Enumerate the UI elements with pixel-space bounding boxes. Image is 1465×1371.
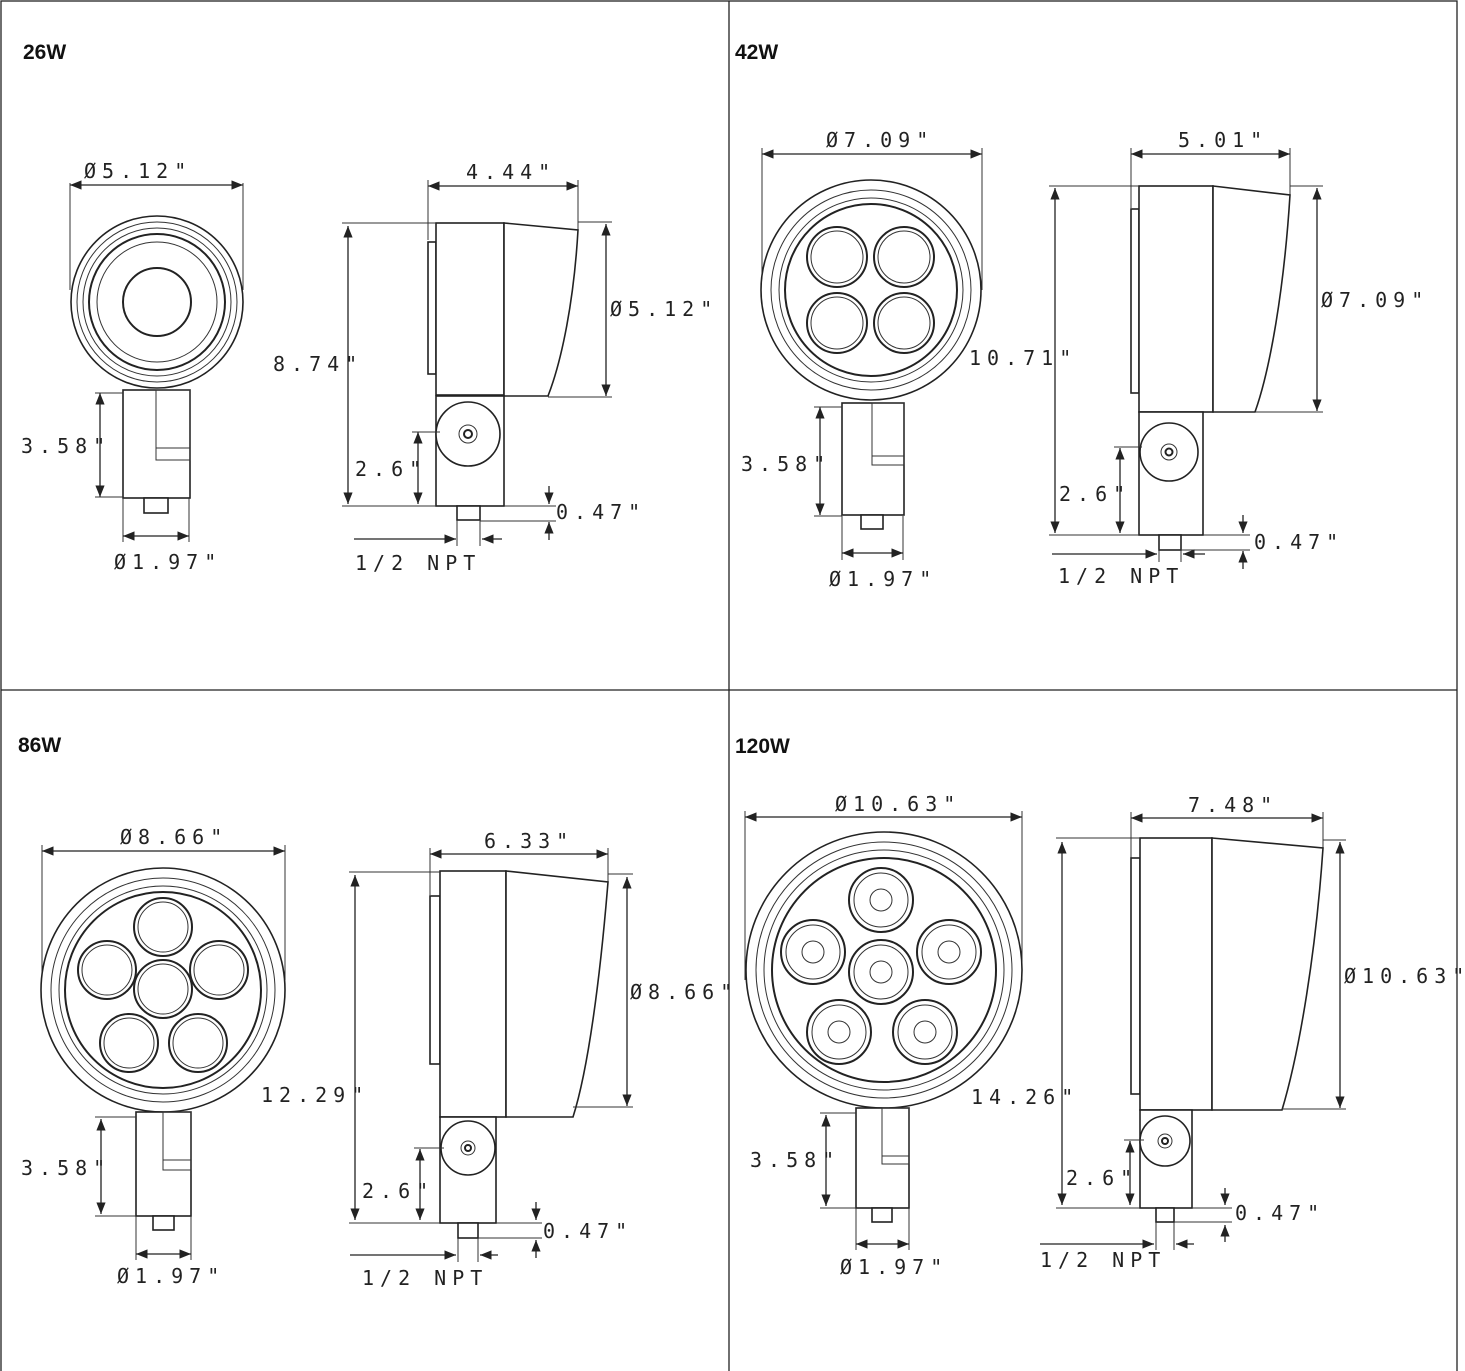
front-stem-height-label: 3.58" <box>741 452 831 476</box>
panel-title: 86W <box>18 734 61 757</box>
front-view: Ø7.09" 3.58" Ø1.97" <box>741 128 983 591</box>
front-view: Ø8.66" 3.58" <box>21 825 286 1288</box>
side-fitting-length-label: 0.47" <box>543 1219 633 1243</box>
side-depth-label: 5.01" <box>1178 128 1268 152</box>
side-height-label: 14.26" <box>971 1085 1079 1109</box>
front-diameter-label: Ø7.09" <box>826 128 934 152</box>
side-fitting-length-label: 0.47" <box>1235 1201 1325 1225</box>
side-fitting-label: 1/2 NPT <box>1058 564 1184 588</box>
side-height-label: 10.71" <box>969 346 1077 370</box>
side-view: 5.01" 10.71" Ø7.09" 2.6" 0.47" <box>969 128 1429 588</box>
side-fitting-label: 1/2 NPT <box>355 551 481 575</box>
front-stem-diameter-label: Ø1.97" <box>114 550 222 574</box>
side-view: 7.48" 14.26" Ø10.63" 2.6" 0.47" <box>971 793 1465 1272</box>
side-head-diameter-label: Ø7.09" <box>1321 288 1429 312</box>
side-depth-label: 7.48" <box>1188 793 1278 817</box>
side-fitting-length-label: 0.47" <box>556 500 646 524</box>
side-head-diameter-label: Ø10.63" <box>1344 964 1465 988</box>
front-diameter-label: Ø10.63" <box>835 792 961 816</box>
side-depth-label: 4.44" <box>466 160 556 184</box>
front-stem-diameter-label: Ø1.97" <box>117 1264 225 1288</box>
panel-120w: 120W Ø10.63" <box>735 735 1465 1279</box>
side-mount-height-label: 2.6" <box>1066 1166 1138 1190</box>
side-view: 4.44" 8.74" Ø5.12" 2.6" 0.47" <box>273 160 718 575</box>
front-stem-height-label: 3.58" <box>21 434 111 458</box>
front-view: Ø10.63" <box>744 792 1023 1279</box>
panel-title: 26W <box>23 41 66 64</box>
side-mount-height-label: 2.6" <box>1059 482 1131 506</box>
panel-86w: 86W Ø8.66" <box>18 734 738 1290</box>
front-diameter-label: Ø8.66" <box>120 825 228 849</box>
front-diameter-label: Ø5.12" <box>84 159 192 183</box>
front-view: Ø5.12" 3.58" Ø1.97" <box>21 159 244 574</box>
front-stem-diameter-label: Ø1.97" <box>829 567 937 591</box>
panel-title: 42W <box>735 41 778 64</box>
side-head-diameter-label: Ø5.12" <box>610 297 718 321</box>
front-stem-diameter-label: Ø1.97" <box>840 1255 948 1279</box>
side-fitting-length-label: 0.47" <box>1254 530 1344 554</box>
side-head-diameter-label: Ø8.66" <box>630 980 738 1004</box>
side-fitting-label: 1/2 NPT <box>1040 1248 1166 1272</box>
side-mount-height-label: 2.6" <box>355 457 427 481</box>
front-stem-height-label: 3.58" <box>750 1148 840 1172</box>
side-depth-label: 6.33" <box>484 829 574 853</box>
front-stem-height-label: 3.58" <box>21 1156 111 1180</box>
side-mount-height-label: 2.6" <box>362 1179 434 1203</box>
side-view: 6.33" 12.29" Ø8.66" 2.6" 0.47" <box>261 829 738 1290</box>
panel-title: 120W <box>735 735 790 758</box>
side-height-label: 12.29" <box>261 1083 369 1107</box>
panel-42w: 42W Ø7.09" 3.58" <box>735 41 1429 591</box>
panel-26w: 26W Ø5.12" 3.58" Ø1.97" <box>21 41 718 575</box>
side-height-label: 8.74" <box>273 352 363 376</box>
side-fitting-label: 1/2 NPT <box>362 1266 488 1290</box>
